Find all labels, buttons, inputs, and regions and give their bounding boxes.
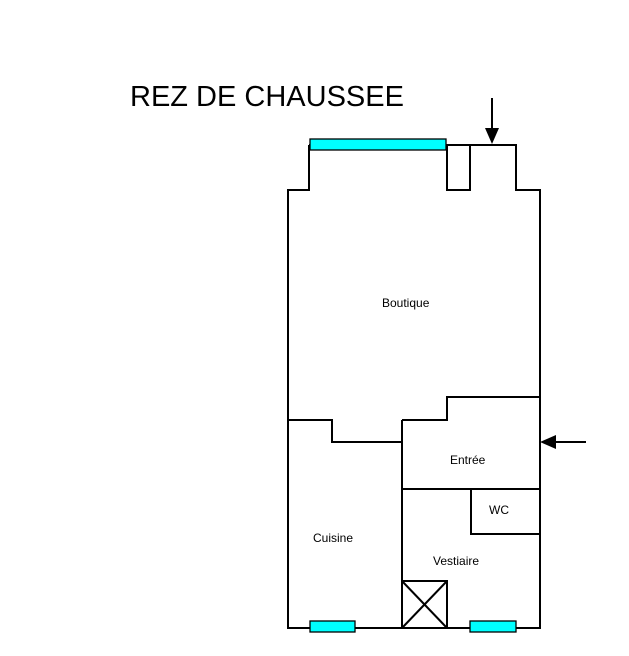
room-label-cuisine: Cuisine (313, 531, 353, 545)
crossed-box-icon (401, 580, 448, 629)
entree-top-wall (402, 396, 540, 421)
wc-wall (470, 489, 540, 535)
outer-wall (287, 144, 541, 629)
room-label-boutique: Boutique (382, 296, 430, 310)
arrow-icon (485, 98, 499, 144)
window-cuisine (309, 620, 356, 633)
plan-title: REZ DE CHAUSSEE (130, 81, 404, 113)
room-label-entree: Entrée (450, 453, 486, 467)
duct-wall (446, 145, 471, 191)
window-vestiaire (469, 620, 517, 633)
window-top (309, 138, 447, 151)
room-label-wc: WC (489, 503, 509, 517)
arrow-icon (540, 435, 586, 449)
room-label-vestiaire: Vestiaire (433, 554, 479, 568)
boutique-cuisine-wall (288, 419, 402, 443)
